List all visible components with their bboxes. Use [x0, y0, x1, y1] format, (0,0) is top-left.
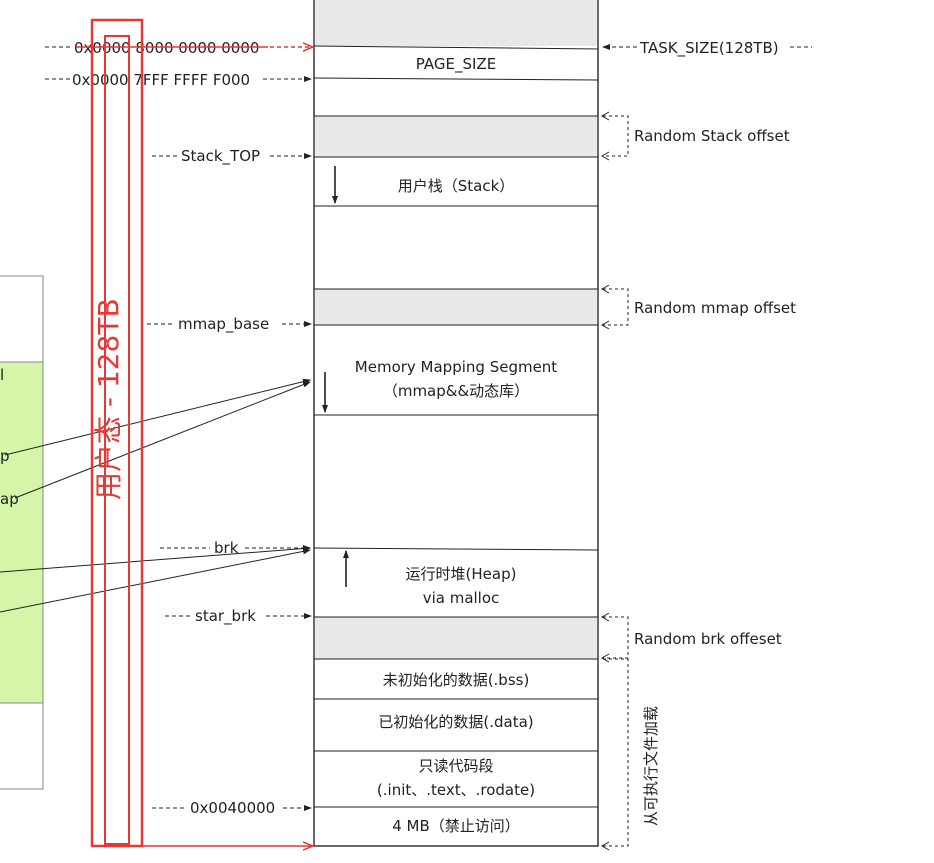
- label-random-stack: Random Stack offset: [634, 127, 790, 145]
- memory-column: PAGE_SIZE 用户栈（Stack） Memory Mapping Segm…: [313, 0, 599, 847]
- label-file-loaded: 从可执行文件加载: [642, 706, 660, 826]
- bracket-random-mmap: [603, 288, 629, 326]
- segment-mmap-line2: （mmap&&动态库）: [383, 382, 529, 400]
- left-address-labels: 0x0000 8000 0000 0000 0x0000 7FFF FFFF F…: [45, 39, 312, 817]
- user-space-outer-frame: [90, 18, 144, 848]
- link-to-mmap-1: [4, 378, 311, 456]
- segment-text-line2: (.init、.text、.rodate): [377, 781, 535, 799]
- random-brk-gap: [314, 617, 598, 659]
- side-panel: l p ap: [0, 275, 44, 790]
- segment-mmap-line1: Memory Mapping Segment: [355, 358, 558, 376]
- right-labels: TASK_SIZE(128TB) Random Stack offset Ran…: [600, 39, 812, 851]
- segment-page-size: PAGE_SIZE: [416, 55, 496, 74]
- link-to-brk-1: [0, 545, 311, 573]
- link-to-mmap-2: [14, 381, 311, 499]
- segment-heap-line1: 运行时堆(Heap): [406, 565, 517, 583]
- side-frag-l: l: [0, 366, 4, 384]
- label-addr-page: 0x0000 7FFF FFFF F000: [72, 71, 250, 89]
- segment-reserved: 4 MB（禁止访问）: [392, 817, 520, 835]
- segment-bss: 未初始化的数据(.bss): [383, 671, 530, 689]
- segment-data: 已初始化的数据(.data): [378, 713, 533, 731]
- side-panel-links: [0, 378, 311, 613]
- side-panel-green-block: [0, 361, 44, 704]
- random-mmap-gap: [314, 289, 598, 325]
- side-frag-p: p: [0, 447, 10, 465]
- segment-heap-line2: via malloc: [423, 589, 500, 607]
- label-random-brk: Random brk offeset: [634, 630, 782, 648]
- bracket-random-brk: [603, 616, 629, 659]
- bracket-file-loaded: [603, 658, 629, 847]
- label-mmap-base: mmap_base: [178, 315, 269, 334]
- label-random-mmap: Random mmap offset: [634, 299, 796, 317]
- label-brk: brk: [214, 539, 239, 557]
- label-user-space: 用户态 - 128TB: [92, 298, 125, 500]
- side-frag-ap: ap: [0, 490, 19, 508]
- user-space-inner-frame: [104, 35, 130, 845]
- top-reserved-region: [314, 0, 598, 46]
- label-start-brk: star_brk: [195, 607, 256, 626]
- label-stack-top: Stack_TOP: [181, 147, 260, 166]
- random-stack-gap: [314, 116, 598, 157]
- user-space-overlay: 用户态 - 128TB: [90, 18, 312, 848]
- segment-text-line1: 只读代码段: [418, 757, 493, 775]
- segment-stack: 用户栈（Stack）: [398, 177, 515, 195]
- label-addr-top: 0x0000 8000 0000 0000: [74, 39, 259, 57]
- label-task-size: TASK_SIZE(128TB): [639, 39, 779, 58]
- label-addr-low: 0x0040000: [190, 799, 275, 817]
- link-to-brk-2: [0, 548, 311, 613]
- bracket-random-stack: [603, 115, 629, 157]
